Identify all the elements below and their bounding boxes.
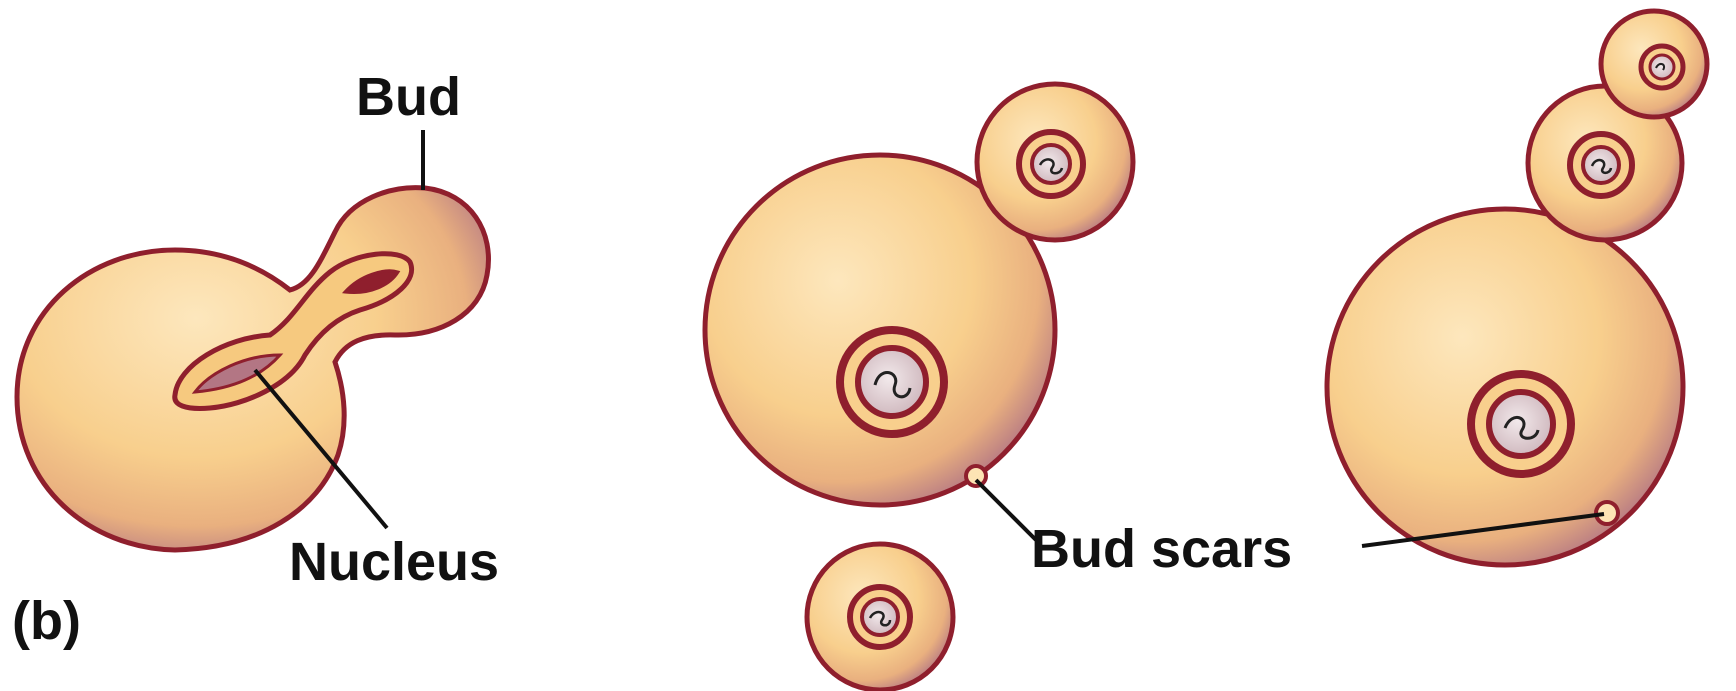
mother-cell-right [1327,209,1683,565]
mother-cell-middle-nucleus [858,348,926,416]
bud-cell-right-lower-nucleus [1583,147,1619,183]
budding-cell [17,188,488,550]
bud-scar-middle [966,466,986,486]
bud-cell-middle-nucleus [1032,145,1070,183]
bud-label: Bud [356,70,461,124]
bud-cell-right-upper [1601,11,1707,117]
mother-cell-right-nucleus [1489,392,1553,456]
bud-cell-middle [977,84,1133,240]
bud-scar-leader-line-middle [976,480,1036,540]
small-cell-nucleus [862,599,898,635]
nucleus-label: Nucleus [289,535,499,589]
small-cell [807,544,953,690]
panel-label: (b) [12,594,81,648]
bud-cell-right-upper-nucleus [1650,55,1674,79]
bud-scars-label: Bud scars [1031,522,1292,576]
